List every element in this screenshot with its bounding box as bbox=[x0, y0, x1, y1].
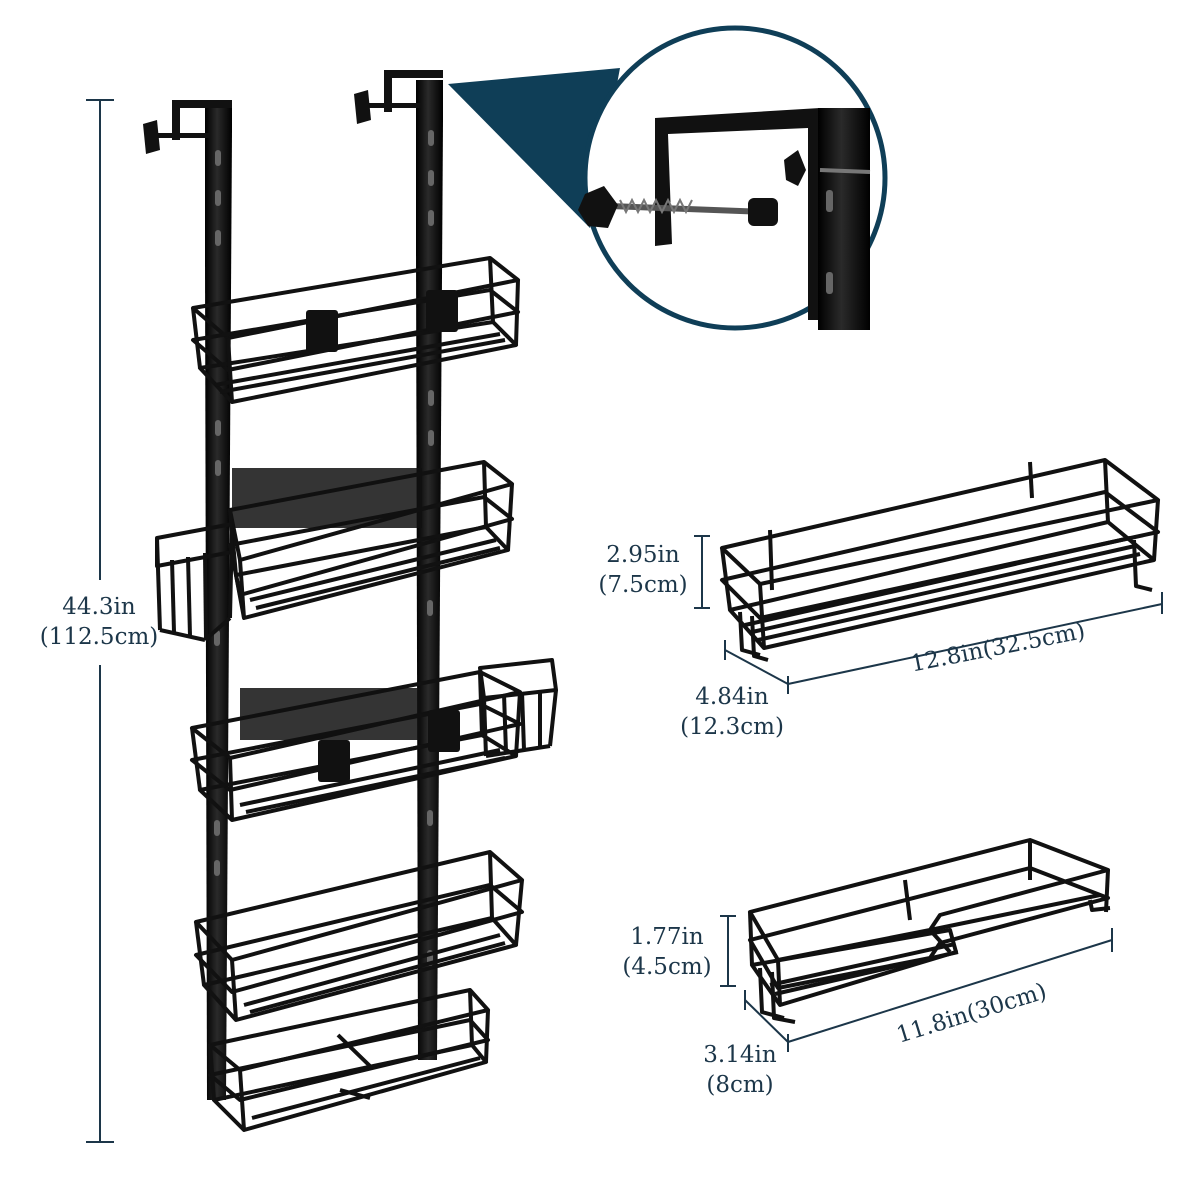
large-basket-height-cm: (7.5cm) bbox=[598, 572, 688, 598]
wire-basket-icon bbox=[720, 458, 1160, 662]
total-height-in: 44.3in bbox=[62, 594, 136, 620]
small-basket-depth-in: 3.14in bbox=[703, 1042, 777, 1068]
large-basket-depth-in: 4.84in bbox=[695, 684, 769, 710]
small-basket-height-in: 1.77in bbox=[630, 924, 704, 950]
small-basket-height-cm: (4.5cm) bbox=[622, 954, 712, 980]
small-basket-dimension-lines bbox=[720, 915, 1113, 1052]
large-basket-depth-cm: (12.3cm) bbox=[680, 714, 784, 740]
large-basket-dimension-lines bbox=[694, 535, 1163, 694]
large-basket-height-in: 2.95in bbox=[606, 542, 680, 568]
small-basket-depth-cm: (8cm) bbox=[706, 1072, 774, 1098]
small-basket-height-label: 1.77in (4.5cm) bbox=[612, 922, 722, 982]
over-door-shower-caddy-icon bbox=[143, 70, 558, 1132]
large-basket-depth-label: 4.84in (12.3cm) bbox=[672, 682, 792, 742]
total-height-cm: (112.5cm) bbox=[39, 624, 159, 650]
rail-brace bbox=[232, 468, 422, 528]
total-height-label: 44.3in (112.5cm) bbox=[34, 592, 164, 652]
door-hook-clamp-icon bbox=[578, 108, 871, 330]
height-dimension-line bbox=[86, 99, 114, 1143]
wire-soap-tray-icon bbox=[748, 838, 1111, 1024]
small-basket-depth-label: 3.14in (8cm) bbox=[688, 1040, 792, 1100]
large-basket-height-label: 2.95in (7.5cm) bbox=[593, 540, 693, 600]
